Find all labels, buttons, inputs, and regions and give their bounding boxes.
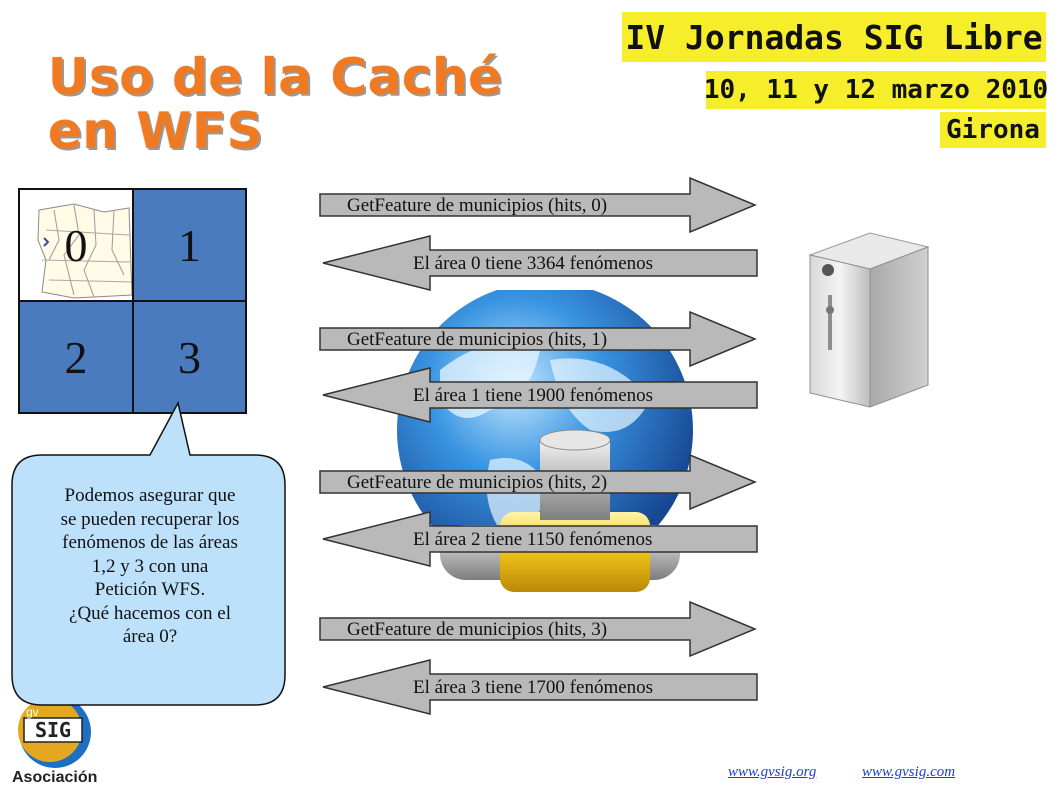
map-thumbnail-icon bbox=[37, 203, 132, 299]
logo-caption: Asociación bbox=[12, 769, 97, 786]
response-label-1: El área 1 tiene 1900 fenómenos bbox=[413, 385, 654, 406]
response-arrow-3: El área 3 tiene 1700 fenómenos bbox=[320, 658, 760, 716]
request-label-3: GetFeature de municipios (hits, 3) bbox=[347, 619, 608, 640]
grid-cell-1: 1 bbox=[132, 188, 247, 302]
title-line-2: en WFS bbox=[48, 102, 264, 160]
gvsig-logo: gv SIG Asociación bbox=[12, 696, 97, 786]
request-arrow-2: GetFeature de municipios (hits, 2) bbox=[318, 453, 758, 511]
banner-line-1: IV Jornadas SIG Libre bbox=[622, 12, 1046, 62]
page-title: Uso de la Caché en WFS bbox=[48, 50, 568, 158]
grid-label-3: 3 bbox=[178, 331, 201, 383]
callout-line-4: Petición WFS. bbox=[94, 579, 206, 600]
callout-line-5: ¿Qué hacemos con el bbox=[69, 602, 231, 624]
response-label-2: El área 2 tiene 1150 fenómenos bbox=[413, 529, 653, 550]
footer-link-gvsig-com[interactable]: www.gvsig.com bbox=[862, 764, 956, 780]
grid-label-0: 0 bbox=[64, 219, 88, 271]
request-arrow-3: GetFeature de municipios (hits, 3) bbox=[318, 600, 758, 658]
banner-line-3: Girona bbox=[940, 112, 1046, 148]
grid-label-2: 2 bbox=[64, 331, 88, 383]
grid-cell-2: 2 bbox=[18, 300, 134, 414]
banner-line-2: 10, 11 y 12 marzo 2010 bbox=[704, 71, 1048, 109]
callout-line-1: se pueden recuperar los bbox=[60, 508, 240, 530]
footer-link-gvsig-org[interactable]: www.gvsig.org bbox=[728, 764, 817, 780]
request-label-1: GetFeature de municipios (hits, 1) bbox=[347, 329, 608, 350]
logo-acronym: SIG bbox=[35, 718, 71, 742]
request-arrow-1: GetFeature de municipios (hits, 1) bbox=[318, 310, 758, 368]
response-label-3: El área 3 tiene 1700 fenómenos bbox=[413, 677, 654, 698]
callout-line-6: área 0? bbox=[122, 626, 178, 647]
response-arrow-2: El área 2 tiene 1150 fenómenos bbox=[320, 510, 760, 568]
title-line-1: Uso de la Caché bbox=[48, 48, 503, 106]
callout-line-2: fenómenos de las áreas bbox=[62, 532, 238, 553]
response-label-0: El área 0 tiene 3364 fenómenos bbox=[413, 253, 654, 274]
callout-line-0: Podemos asegurar que bbox=[64, 485, 236, 506]
response-arrow-1: El área 1 tiene 1900 fenómenos bbox=[320, 366, 760, 424]
request-arrow-0: GetFeature de municipios (hits, 0) bbox=[318, 176, 758, 234]
response-arrow-0: El área 0 tiene 3364 fenómenos bbox=[320, 234, 760, 292]
callout-bubble bbox=[11, 400, 286, 706]
callout-line-3: 1,2 y 3 con una bbox=[91, 555, 209, 577]
server-icon bbox=[808, 232, 930, 408]
callout-text: Podemos asegurar que se pueden recuperar… bbox=[22, 484, 278, 649]
logo-prefix: gv bbox=[26, 705, 39, 719]
grid-label-1: 1 bbox=[178, 219, 201, 271]
request-label-0: GetFeature de municipios (hits, 0) bbox=[347, 195, 608, 216]
request-label-2: GetFeature de municipios (hits, 2) bbox=[347, 472, 608, 493]
grid-cell-3: 3 bbox=[132, 300, 247, 414]
grid-cell-0: 0 bbox=[18, 188, 134, 302]
